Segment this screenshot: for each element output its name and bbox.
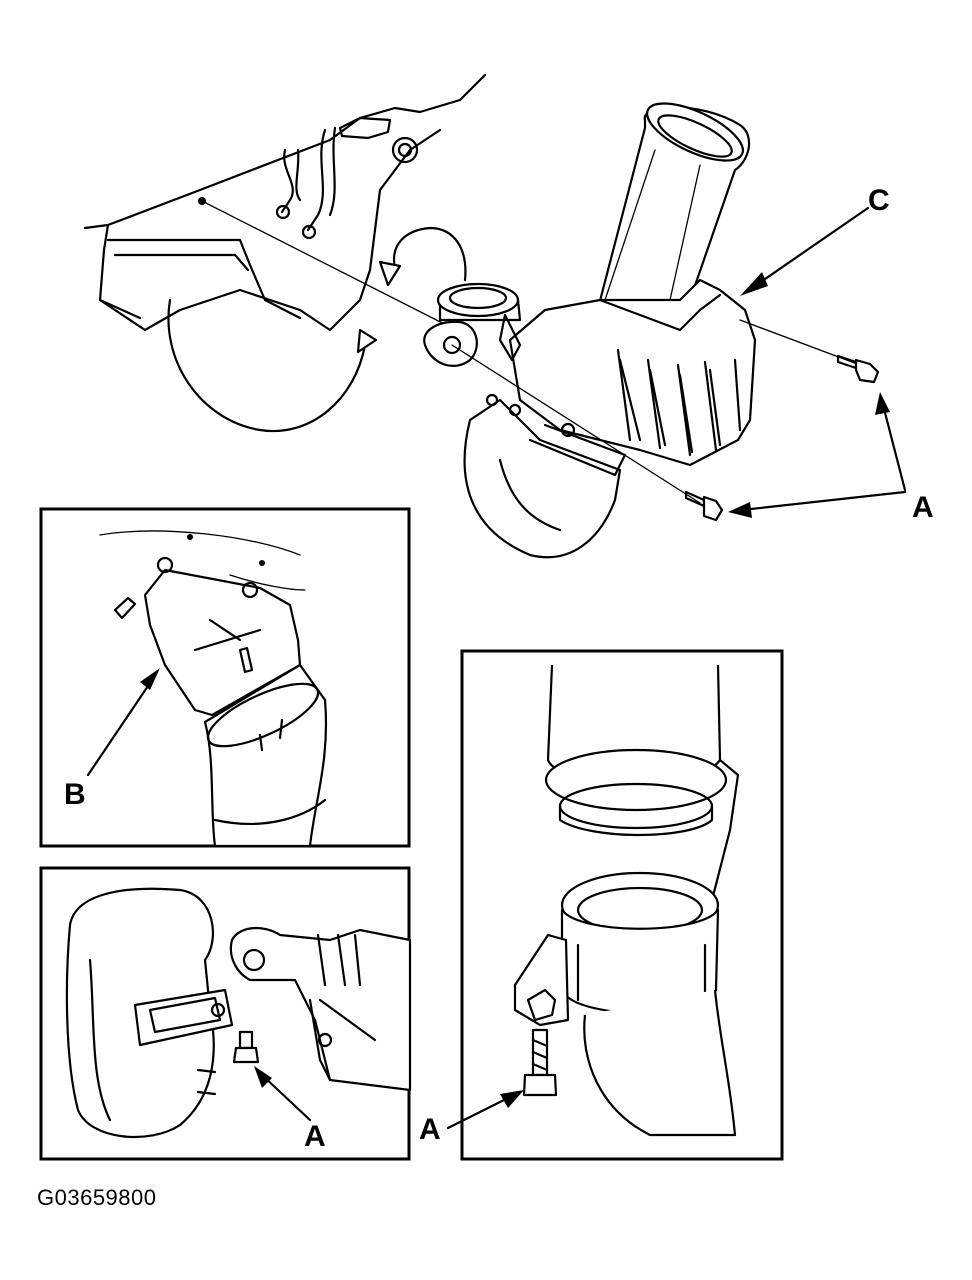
callout-a-left-leader bbox=[254, 1066, 312, 1122]
callout-c-leader bbox=[740, 206, 870, 296]
bolt-a-upper bbox=[836, 354, 880, 384]
callout-a-main-leaders bbox=[728, 392, 907, 518]
callout-a-right-leader bbox=[446, 1090, 524, 1130]
catalytic-converter-assembly bbox=[423, 102, 861, 559]
callout-a-label-main: A bbox=[912, 491, 934, 524]
inset-b-shield bbox=[99, 530, 328, 848]
inset-bolt-parts bbox=[65, 887, 412, 1139]
inset-joint-parts bbox=[513, 664, 740, 1137]
callout-b-leader bbox=[86, 668, 160, 777]
inset-joint-frame bbox=[460, 649, 784, 1161]
callout-c-label: C bbox=[868, 184, 890, 217]
figure-code: G03659800 bbox=[37, 1185, 157, 1210]
rotation-arrow bbox=[167, 226, 467, 433]
callout-a-label-right-inset: A bbox=[419, 1113, 441, 1146]
callout-b-label: B bbox=[64, 778, 86, 811]
callout-a-label-left-inset: A bbox=[304, 1120, 326, 1153]
bolt-a-lower bbox=[684, 490, 724, 522]
engine-block-underside bbox=[83, 73, 487, 333]
